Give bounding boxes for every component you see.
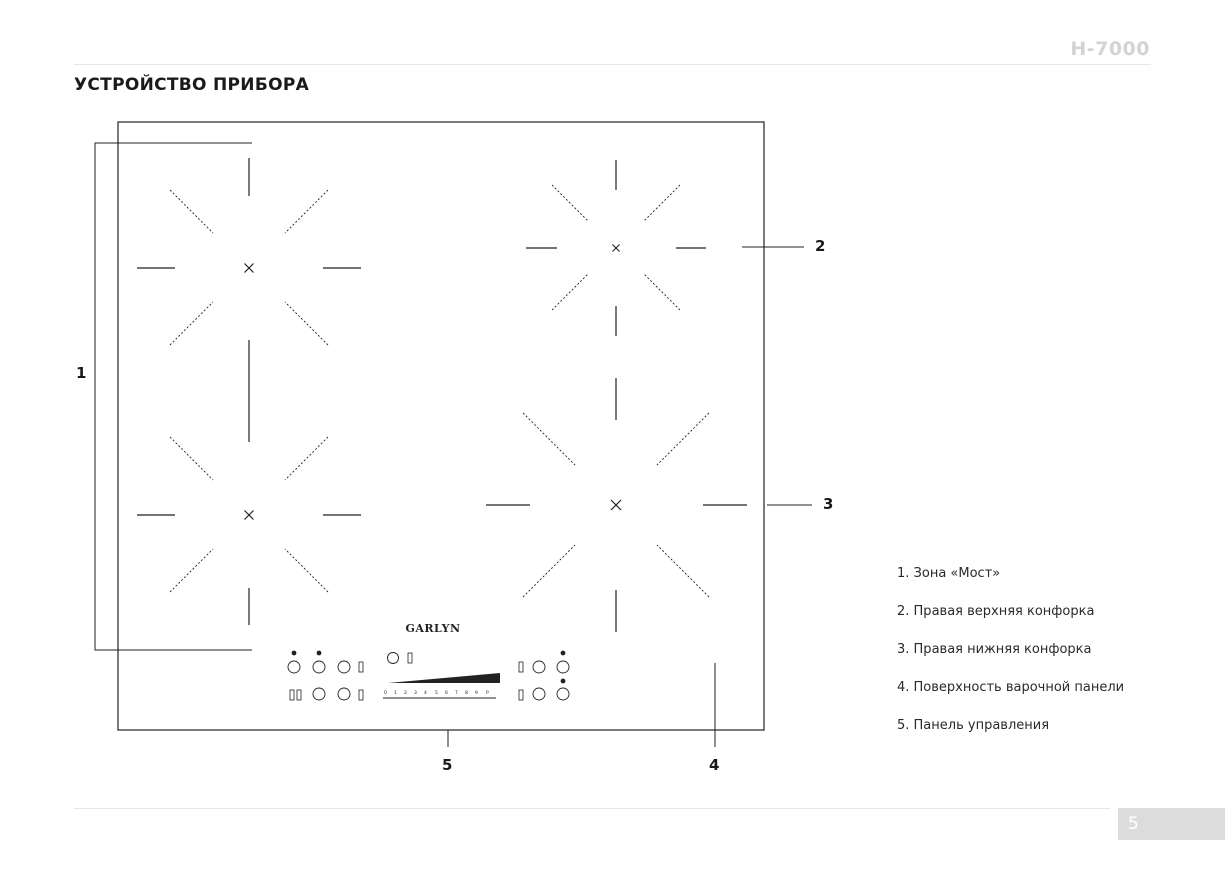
legend-item: 3. Правая нижняя конфорка	[897, 642, 1092, 657]
svg-text:7: 7	[455, 690, 458, 696]
callout-1: 1	[76, 364, 87, 382]
power-scale-labels: 0 1 2 3 4 5 6 7 8 9 P	[384, 690, 489, 696]
svg-text:0: 0	[384, 690, 387, 696]
header-divider	[74, 64, 1151, 65]
button-bridge-icon	[287, 660, 301, 674]
power-button-icon	[556, 660, 570, 674]
model-name: H-7000	[1070, 38, 1150, 60]
callout-2: 2	[815, 237, 826, 255]
brand-logo: GARLYN	[405, 622, 460, 635]
svg-text:4: 4	[424, 690, 427, 696]
button-timer-right-down-icon	[532, 687, 546, 701]
burner-bottom-right	[486, 378, 747, 632]
burner-top-right	[526, 160, 706, 336]
svg-text:8: 8	[465, 690, 468, 696]
callout-3: 3	[823, 495, 834, 513]
svg-text:9: 9	[475, 690, 478, 696]
button-timer-icon	[337, 660, 351, 674]
bridge-zone-bracket	[94, 142, 252, 651]
cooktop-surface	[117, 121, 765, 731]
burner-top-left	[137, 158, 361, 346]
footer-divider	[74, 808, 1110, 809]
button-boost-icon	[312, 660, 326, 674]
callout-4: 4	[709, 756, 720, 774]
button-timer-down-icon	[337, 687, 351, 701]
svg-text:5: 5	[435, 690, 438, 696]
power-slider	[388, 673, 500, 683]
legend-list: 1. Зона «Мост» 2. Правая верхняя конфорк…	[897, 565, 1124, 755]
svg-text:3: 3	[414, 690, 417, 696]
svg-text:P: P	[486, 690, 489, 696]
legend-item: 2. Правая верхняя конфорка	[897, 604, 1095, 619]
timer-indicator-icon	[387, 652, 399, 664]
lock-button-icon	[556, 687, 570, 701]
legend-item: 5. Панель управления	[897, 718, 1050, 733]
svg-text:2: 2	[404, 690, 407, 696]
svg-text:1: 1	[394, 690, 397, 696]
button-timer-right-icon	[532, 660, 546, 674]
svg-text:6: 6	[445, 690, 448, 696]
page-title: УСТРОЙСТВО ПРИБОРА	[74, 75, 310, 95]
control-panel: GARLYN	[287, 622, 570, 701]
legend-item: 1. Зона «Мост»	[897, 566, 1001, 581]
burner-bottom-left	[137, 436, 361, 625]
button-keep-warm-icon	[312, 687, 326, 701]
legend-item: 4. Поверхность варочной панели	[897, 680, 1125, 695]
page-number: 5	[1118, 808, 1225, 840]
callout-5: 5	[442, 756, 453, 774]
